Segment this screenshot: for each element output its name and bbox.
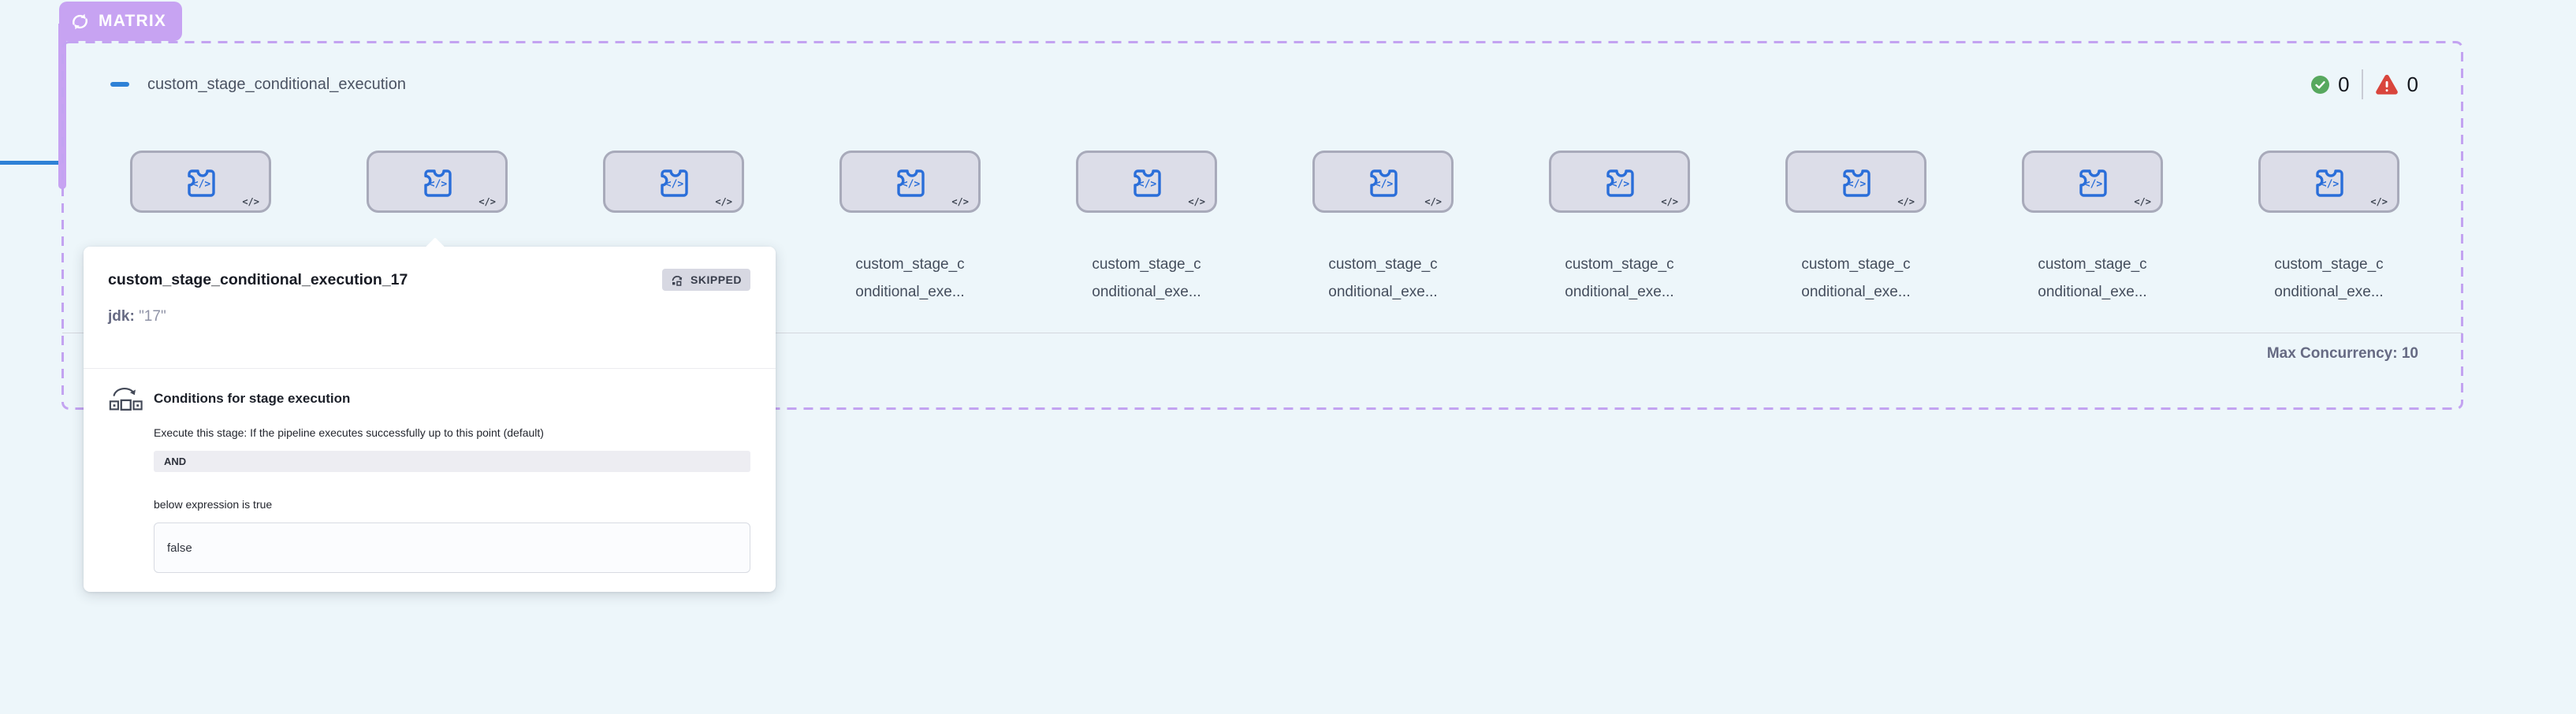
code-glyph-icon: </> (1424, 196, 1442, 207)
stage-card-label: custom_stage_c onditional_exe... (1092, 256, 1201, 300)
code-glyph-icon: </> (242, 196, 259, 207)
stage-card-wrap: </> </> custom_stage_c onditional_exe... (1549, 151, 1690, 300)
stage-card-wrap: </> </> custom_stage_c onditional_exe... (2258, 151, 2399, 300)
stage-card[interactable]: </> </> (1312, 151, 1454, 213)
matrix-badge-label: MATRIX (99, 12, 167, 30)
stage-card-wrap: </> </> custom_stage_c onditional_exe... (839, 151, 981, 300)
code-glyph-icon: </> (1661, 196, 1678, 207)
matrix-header: custom_stage_conditional_execution 0 0 (110, 69, 2418, 99)
svg-text:</>: </> (428, 178, 447, 190)
stage-card-label: custom_stage_c onditional_exe... (2038, 256, 2147, 300)
stage-details-popover: custom_stage_conditional_execution_17 SK… (84, 237, 776, 592)
expression-note: below expression is true (154, 498, 273, 511)
svg-text:</>: </> (1847, 178, 1866, 190)
error-warning-icon (2375, 74, 2399, 95)
status-badge: SKIPPED (662, 269, 750, 291)
stage-card-wrap: </> </> custom_stage_c onditional_exe... (130, 151, 271, 300)
custom-stage-icon: </> (1837, 162, 1876, 202)
condition-operator: AND (154, 451, 750, 472)
stage-card[interactable]: </> </> (2258, 151, 2399, 213)
loop-icon (69, 11, 91, 32)
stage-parameter: jdk: "17" (108, 308, 750, 325)
code-glyph-icon: </> (951, 196, 969, 207)
code-glyph-icon: </> (478, 196, 496, 207)
stage-card[interactable]: </> </> (130, 151, 271, 213)
custom-stage-icon: </> (1364, 162, 1403, 202)
conditions-heading: Conditions for stage execution (154, 390, 351, 406)
collapse-minus-icon[interactable] (110, 82, 129, 87)
status-badge-label: SKIPPED (691, 273, 742, 286)
custom-stage-icon: </> (181, 162, 221, 202)
param-value: "17" (139, 308, 166, 325)
stage-card-wrap: </> </> custom_stage_c onditional_exe... (367, 151, 508, 300)
stage-card[interactable]: </> </> (839, 151, 981, 213)
skipped-icon (671, 273, 685, 286)
custom-stage-icon: </> (1600, 162, 1640, 202)
stage-card-wrap: </> </> custom_stage_c onditional_exe... (1785, 151, 1926, 300)
custom-stage-icon: </> (654, 162, 694, 202)
custom-stage-icon: </> (1127, 162, 1167, 202)
code-glyph-icon: </> (1188, 196, 1205, 207)
stage-card-label: custom_stage_c onditional_exe... (855, 256, 965, 300)
stage-card-label: custom_stage_c onditional_exe... (1328, 256, 1438, 300)
param-key: jdk: (108, 308, 135, 325)
custom-stage-icon: </> (2073, 162, 2113, 202)
code-glyph-icon: </> (715, 196, 732, 207)
stage-card-wrap: </> </> custom_stage_c onditional_exe... (603, 151, 744, 300)
matrix-title: custom_stage_conditional_execution (147, 75, 406, 93)
status-counts: 0 0 (2311, 69, 2418, 99)
svg-text:</>: </> (901, 178, 920, 190)
failed-count: 0 (2407, 72, 2418, 96)
stage-cards-row: </> </> custom_stage_c onditional_exe...… (130, 151, 2399, 300)
stage-card-label: custom_stage_c onditional_exe... (2274, 256, 2384, 300)
custom-stage-icon: </> (418, 162, 457, 202)
condition-description: Execute this stage: If the pipeline exec… (154, 426, 544, 439)
code-glyph-icon: </> (2370, 196, 2388, 207)
svg-text:</>: </> (1137, 178, 1156, 190)
stage-card[interactable]: </> </> (1076, 151, 1217, 213)
svg-text:</>: </> (664, 178, 683, 190)
matrix-badge: MATRIX (59, 2, 183, 41)
stage-card-wrap: </> </> custom_stage_c onditional_exe... (1076, 151, 1217, 300)
popover-divider (84, 368, 776, 369)
counts-divider (2361, 69, 2363, 99)
popover-stage-title: custom_stage_conditional_execution_17 (108, 270, 408, 288)
stage-card-label: custom_stage_c onditional_exe... (1801, 256, 1911, 300)
code-glyph-icon: </> (1897, 196, 1915, 207)
custom-stage-icon: </> (891, 162, 930, 202)
stage-card-label: custom_stage_c onditional_exe... (1565, 256, 1674, 300)
svg-text:</>: </> (1374, 178, 1393, 190)
stage-card[interactable]: </> </> (1549, 151, 1690, 213)
stage-card[interactable]: </> </> (367, 151, 508, 213)
conditional-execution-icon (108, 385, 143, 412)
expression-value-field[interactable]: false (154, 522, 750, 573)
success-check-icon (2311, 75, 2330, 94)
stage-card[interactable]: </> </> (2022, 151, 2163, 213)
code-glyph-icon: </> (2134, 196, 2151, 207)
svg-text:</>: </> (2320, 178, 2339, 190)
pipeline-connector-line (0, 161, 63, 165)
stage-card[interactable]: </> </> (603, 151, 744, 213)
svg-text:</>: </> (2083, 178, 2102, 190)
svg-text:</>: </> (1610, 178, 1629, 190)
success-count: 0 (2338, 72, 2350, 96)
stage-card-wrap: </> </> custom_stage_c onditional_exe... (1312, 151, 1454, 300)
stage-card[interactable]: </> </> (1785, 151, 1926, 213)
max-concurrency-label: Max Concurrency: 10 (2266, 345, 2418, 362)
svg-text:</>: </> (192, 178, 210, 190)
stage-card-wrap: </> </> custom_stage_c onditional_exe... (2022, 151, 2163, 300)
custom-stage-icon: </> (2310, 162, 2349, 202)
